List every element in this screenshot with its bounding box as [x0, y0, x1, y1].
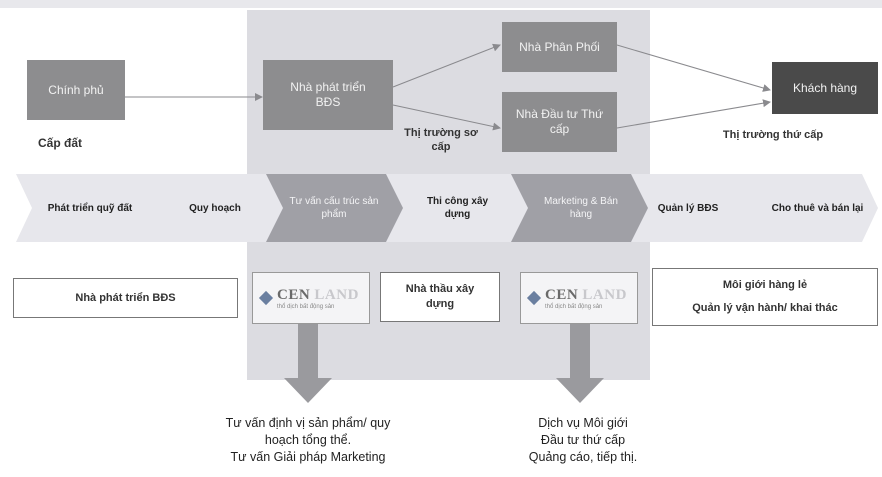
logo-text-main: CEN [277, 286, 311, 303]
chain-step-marketing-sales: Marketing & Bán hàng [544, 196, 618, 220]
note-brokerage-line: Dịch vụ Môi giới [538, 416, 628, 430]
chain-step-planning: Quy hoạch [189, 202, 241, 214]
node-secondary-investor: Nhà Đầu tư Thứ cấp [502, 92, 617, 152]
arrow-developer-to-distributor [392, 43, 501, 88]
down-arrow-right [556, 322, 604, 403]
value-chain-chevron-design [266, 174, 403, 242]
actor-retail-broker-label: Môi giới hàng lẻ [722, 279, 808, 291]
chain-step-construction: Thi công xây dựng [426, 196, 489, 220]
actor-operations-label: Quản lý vận hành/ khai thác [692, 302, 838, 314]
chain-step-land-fund: Phát triển quỹ đất [47, 202, 133, 214]
label-primary-market: Thị trường sơ cấp [404, 127, 478, 153]
node-customer-label: Khách hàng [792, 81, 858, 95]
label-secondary-market: Thị trường thứ cấp [722, 129, 824, 141]
diamond-logo-icon [526, 290, 542, 306]
logo-text-faint: LAND [314, 286, 359, 303]
down-arrow-left [284, 322, 332, 403]
cenland-logo-left: CEN LAND thổ dịch bất động sản [252, 272, 370, 324]
arrow-distributor-to-customer [616, 44, 771, 92]
arrow-investor-to-customer [616, 99, 771, 129]
node-government: Chính phủ [27, 60, 125, 120]
note-consulting-line: Tư vấn Giải pháp Marketing [230, 450, 386, 464]
label-land-grant: Cấp đất [38, 136, 83, 150]
actor-contractor-label: Nhà thầu xây dựng [405, 283, 475, 310]
actor-developer: Nhà phát triển BĐS [13, 278, 238, 318]
note-brokerage-line: Đầu tư thứ cấp [540, 433, 626, 447]
chain-step-product-design: Tư vấn cấu trúc sản phẩm [289, 196, 379, 220]
actor-contractor: Nhà thầu xây dựng [380, 272, 500, 322]
note-consulting-line: hoạch tổng thể. [264, 433, 352, 447]
logo-subtitle: thổ dịch bất động sản [545, 303, 603, 310]
logo-text-faint: LAND [582, 286, 627, 303]
note-brokerage: Dịch vụ Môi giới Đầu tư thứ cấp Quảng cá… [508, 415, 658, 466]
chain-step-lease-resale: Cho thuê và bán lại [771, 202, 864, 214]
chain-step-property-management: Quản lý BĐS [657, 202, 719, 214]
node-distributor: Nhà Phân Phối [502, 22, 617, 72]
diamond-logo-icon [258, 290, 274, 306]
node-secondary-investor-label: Nhà Đầu tư Thứ cấp [515, 107, 604, 136]
node-distributor-label: Nhà Phân Phối [519, 39, 600, 54]
cenland-logo-right: CEN LAND thổ dịch bất động sản [520, 272, 638, 324]
node-developer-label: Nhà phát triển BĐS [290, 80, 366, 109]
node-developer: Nhà phát triển BĐS [263, 60, 393, 130]
node-customer: Khách hàng [772, 62, 878, 114]
logo-subtitle: thổ dịch bất động sản [277, 303, 335, 310]
actor-developer-label: Nhà phát triển BĐS [75, 291, 176, 304]
note-consulting-line: Tư vấn định vị sản phẩm/ quy [225, 416, 391, 430]
value-chain-chevron-marketing [511, 174, 648, 242]
value-chain-band [16, 174, 878, 242]
actor-broker-operations: Môi giới hàng lẻ Quản lý vận hành/ khai … [652, 268, 878, 326]
logo-text-main: CEN [545, 286, 579, 303]
note-consulting: Tư vấn định vị sản phẩm/ quy hoạch tổng … [188, 415, 428, 466]
arrow-developer-to-investor [392, 104, 501, 131]
note-brokerage-line: Quảng cáo, tiếp thị. [528, 450, 638, 464]
top-cropped-strip [0, 0, 882, 8]
node-government-label: Chính phủ [48, 82, 104, 97]
